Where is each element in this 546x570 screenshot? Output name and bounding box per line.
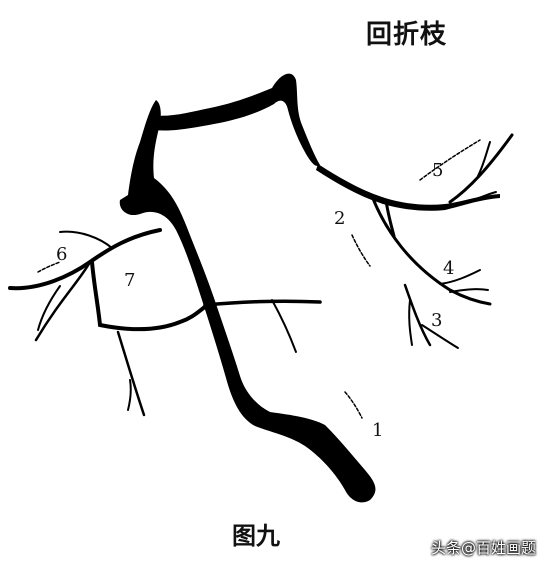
marker-5: [419, 139, 481, 181]
twig-7: [90, 260, 208, 332]
marker-2: [351, 234, 371, 267]
label-6: 6: [56, 244, 68, 265]
twig-5b: [477, 141, 491, 177]
left-branch: [8, 228, 162, 291]
twig-6b: [59, 230, 113, 249]
upper-branch: [150, 73, 320, 166]
marker-6: [37, 261, 61, 273]
label-7: 7: [124, 270, 136, 291]
label-5: 5: [432, 160, 444, 181]
twig-7b: [116, 330, 146, 417]
mid-branch-twig: [271, 299, 297, 353]
figure-title: 回折枝: [366, 20, 448, 50]
twig-4: [439, 269, 481, 285]
twig-5c: [471, 191, 497, 201]
twig-6c: [37, 285, 61, 331]
label-3: 3: [431, 310, 443, 331]
twig-6: [34, 260, 92, 342]
twig-3b: [408, 299, 413, 346]
twig-2b: [384, 198, 396, 238]
twig-7c: [127, 379, 132, 411]
twig-4b: [449, 288, 489, 293]
label-4: 4: [443, 258, 455, 279]
marker-1: [344, 391, 363, 419]
main-trunk: [119, 100, 376, 503]
mid-branch: [203, 299, 322, 307]
twig-5: [448, 133, 514, 204]
branch-to-5: [316, 164, 500, 211]
twig-3c: [421, 324, 459, 349]
label-1: 1: [372, 420, 384, 441]
watermark: 头条@百姓画题: [430, 539, 536, 557]
label-2: 2: [334, 208, 346, 229]
twig-2: [370, 194, 492, 306]
figure-caption: 图九: [232, 522, 280, 550]
twig-3: [403, 283, 432, 347]
